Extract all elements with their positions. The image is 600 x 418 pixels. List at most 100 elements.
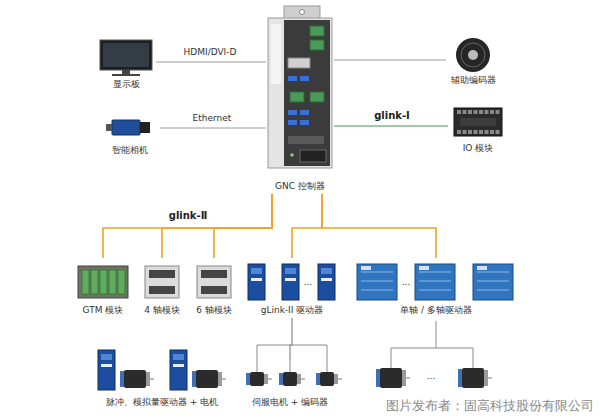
multi-axis-drive-illustration [357, 264, 397, 300]
drive-label-strip [321, 278, 332, 281]
servo-motor-illustration [246, 372, 272, 386]
connector-label: HDMI/DVI-D [182, 47, 239, 58]
module-node: 6 轴模块 [190, 258, 238, 318]
camera-lens [140, 122, 150, 133]
motor-shaft [406, 377, 410, 379]
drive-display [321, 268, 332, 274]
status-led [290, 153, 294, 157]
ellipsis: ... [402, 277, 411, 288]
motor-body [196, 370, 218, 388]
io-terminal [468, 130, 472, 134]
connector-line [160, 127, 266, 128]
gtm-slot [91, 270, 98, 294]
io-terminal [463, 110, 467, 114]
drive-label-strip [251, 278, 262, 281]
drive-housing [318, 264, 335, 300]
io-terminal [474, 110, 478, 114]
connector-line [156, 61, 266, 62]
node-label: 显示板 [113, 79, 140, 90]
mounting-hole [300, 10, 305, 15]
pulse-drive-illustration [98, 350, 115, 390]
drive-label-strip [101, 364, 112, 367]
glink-drive-illustration [248, 264, 265, 300]
connector-label: glink-Ⅱ [167, 210, 210, 221]
io-terminal [457, 130, 461, 134]
motor-body [124, 370, 146, 388]
module-connector [149, 286, 175, 294]
drive-label-strip [173, 364, 184, 367]
ethernet-port [310, 40, 324, 50]
motor-shaft [222, 378, 226, 380]
io-terminal [468, 110, 472, 114]
wire [327, 345, 328, 372]
module-connector [149, 270, 175, 278]
gtm-slot [82, 270, 89, 294]
bus-line [292, 194, 322, 258]
module-connector [201, 286, 227, 294]
motor-encoder-cap [120, 371, 124, 387]
drive-group-node: 单轴 / 多轴驱动器 [350, 258, 522, 318]
drive-grid-line [477, 281, 509, 282]
camera-illustration [106, 120, 150, 135]
motor-shaft [301, 378, 305, 380]
axis-module-illustration [197, 266, 231, 298]
servo-motor-illustration [279, 372, 305, 386]
ethernet-port [290, 92, 304, 102]
drive-grid-line [361, 281, 393, 282]
connector-line [334, 125, 448, 126]
encoder-body [456, 38, 490, 72]
monitor-base [112, 74, 140, 76]
io-terminal [490, 130, 494, 134]
motor-body [320, 372, 334, 386]
io-terminal [479, 130, 483, 134]
motor-flange [264, 374, 268, 384]
drive-display [101, 354, 112, 360]
connector-line [334, 59, 446, 60]
wire [436, 321, 437, 348]
motor-encoder-cap [192, 371, 196, 387]
drive-housing [170, 350, 187, 390]
front-panel [284, 20, 330, 166]
motor-body [462, 368, 484, 388]
io-module-illustration [454, 108, 502, 136]
device-node: 显示板 [96, 36, 156, 92]
axis-module-illustration [145, 266, 179, 298]
motor-illustration [192, 370, 226, 388]
motor-body [283, 372, 297, 386]
encoder-shaft [468, 50, 478, 60]
node-label: gLink-II 驱动器 [261, 305, 324, 316]
drive-grid-line [477, 272, 509, 273]
ellipsis: ... [427, 371, 436, 382]
motor-body [250, 372, 264, 386]
usb-port [300, 120, 309, 125]
motor-flange [218, 372, 222, 386]
node-label: 4 轴模块 [144, 305, 180, 316]
device-node: 智能相机 [100, 112, 160, 158]
pulse-drive-illustration [170, 350, 187, 390]
bus-line [162, 194, 272, 258]
usb-port [300, 76, 309, 81]
gtm-slot [100, 270, 107, 294]
io-terminal [490, 110, 494, 114]
controller-illustration [268, 6, 332, 168]
drive-display [419, 266, 429, 270]
wire [257, 345, 258, 372]
motor-encoder-cap [376, 369, 380, 387]
multi-axis-drive-illustration [415, 264, 455, 300]
gtm-slot [118, 270, 125, 294]
camera-body [112, 120, 140, 135]
module-node: 4 轴模块 [138, 258, 186, 318]
monitor-illustration [100, 40, 152, 76]
io-housing [454, 108, 502, 136]
module-housing [145, 266, 179, 298]
drive-display [251, 268, 262, 274]
controller-node: GNC 控制器 [266, 4, 334, 194]
wire [473, 348, 474, 368]
node-label: GNC 控制器 [275, 181, 325, 192]
drive-grid-line [361, 290, 393, 291]
watermark: 图片发布者：固高科技股份有限公司 [386, 398, 594, 413]
motor-encoder-cap [246, 373, 250, 385]
